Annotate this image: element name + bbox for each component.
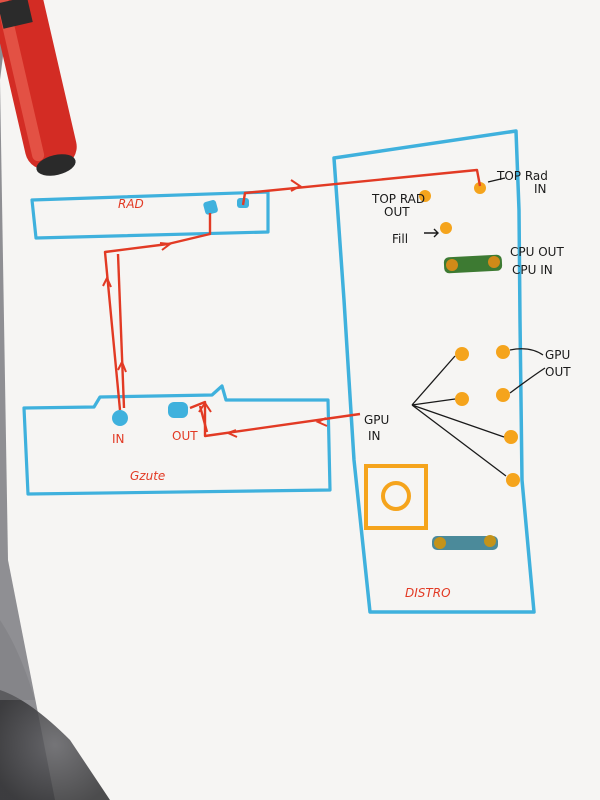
gpu-port-6 [506, 473, 520, 487]
top-rad-out-label-line2: OUT [384, 205, 410, 219]
gzute-out-port [168, 402, 188, 418]
gpu-port-4 [496, 388, 510, 402]
bottom-block-port-left [434, 537, 446, 549]
gpu-port-5 [504, 430, 518, 444]
bottom-block-port-right [484, 535, 496, 547]
gpu-in-label-line1: GPU [364, 413, 389, 427]
gzute-out-label: OUT [172, 429, 198, 443]
rad-label: RAD [118, 197, 144, 211]
top-rad-out-label-line1: TOP RAD [371, 192, 425, 206]
gzute-label: Gzute [130, 469, 165, 483]
fill-label: Fill [392, 232, 408, 246]
top-rad-in-label-line2: IN [534, 182, 547, 196]
distro-label: DISTRO [405, 586, 451, 600]
gpu-port-2 [496, 345, 510, 359]
cpu-port-right [488, 256, 500, 268]
gpu-in-label-line2: IN [368, 429, 381, 443]
cpu-in-label: CPU IN [512, 263, 553, 277]
gzute-in-label: IN [112, 432, 125, 446]
cpu-port-left [446, 259, 458, 271]
gpu-out-label-line2: OUT [545, 365, 571, 379]
cpu-out-label: CPU OUT [510, 245, 564, 259]
gpu-port-1 [455, 347, 469, 361]
gpu-out-label-line1: GPU [545, 348, 570, 362]
top-rad-in-label-line1: TOP Rad [496, 169, 548, 183]
fill-port [440, 222, 452, 234]
gpu-port-3 [455, 392, 469, 406]
gzute-in-port [112, 410, 128, 426]
